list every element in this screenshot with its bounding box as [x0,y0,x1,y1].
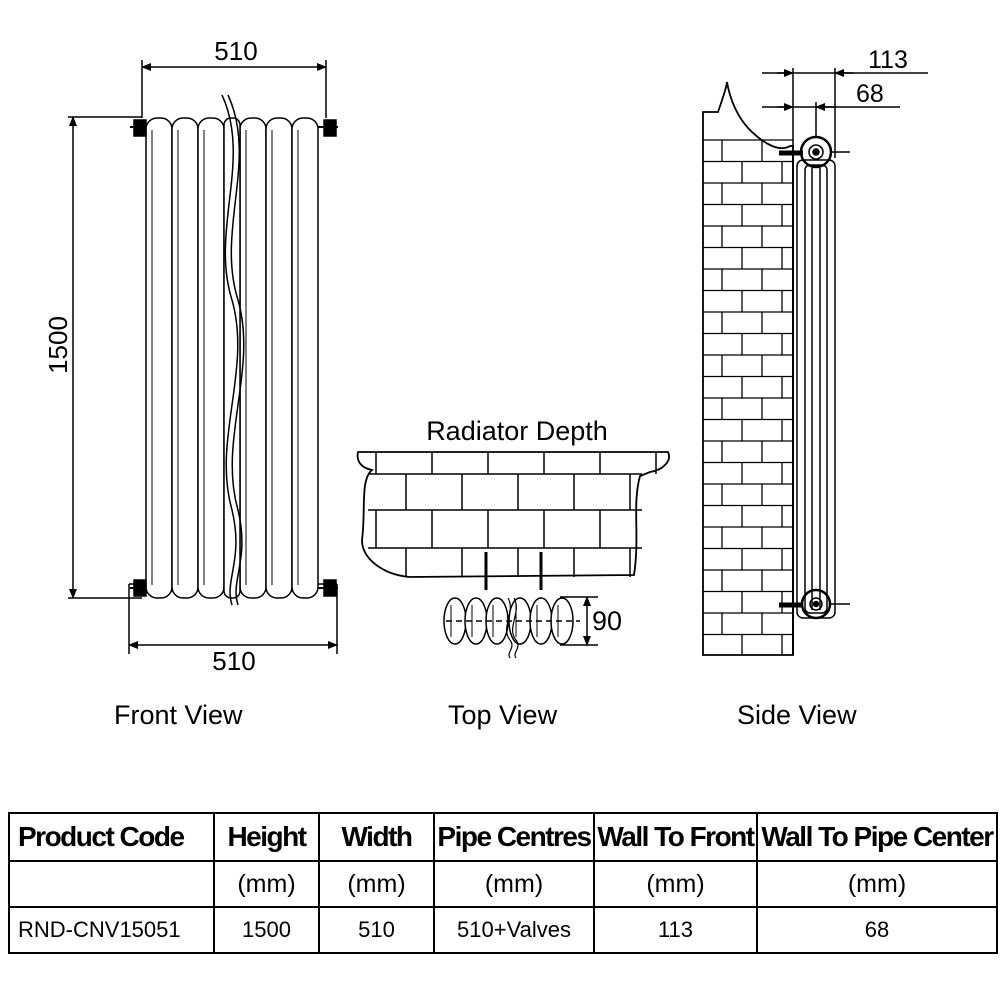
top-view-label: Top View [448,700,558,730]
cell-pipe-centres: 510+Valves [433,906,595,954]
unit-wall-to-front: (mm) [593,860,758,908]
front-top-width-label: 510 [214,36,257,66]
top-depth-label: 90 [592,606,622,636]
header-wall-to-front: Wall To Front [593,812,758,862]
header-end-cap [323,579,337,597]
front-height-label: 1500 [43,316,73,374]
cell-height: 1500 [213,906,320,954]
header-height: Height [213,812,320,862]
radiator-column [197,117,225,599]
unit-height: (mm) [213,860,320,908]
header-pipe-centres: Pipe Centres [433,812,595,862]
cell-product-code: RND-CNV15051 [8,906,215,954]
radiator-column [265,117,293,599]
side-wall-to-front-label: 113 [868,46,908,74]
front-view [68,60,338,654]
radiator-column [291,117,319,599]
table-header-row: Product Code Height Width Pipe Centres W… [8,812,998,862]
front-bottom-width-label: 510 [212,646,255,676]
side-view-label: Side View [737,700,857,730]
side-view [702,68,928,656]
table-units-row: (mm) (mm) (mm) (mm) (mm) [8,860,998,908]
cell-wall-to-front: 113 [593,906,758,954]
radiator-column [223,117,241,599]
header-end-cap [133,119,147,137]
unit-wall-to-pipe-center: (mm) [756,860,998,908]
unit-product-code [8,860,215,908]
header-width: Width [318,812,435,862]
technical-drawing: 510 1500 510 Radiator Depth 90 113 68 [43,36,928,676]
header-end-cap [133,579,147,597]
table-row: RND-CNV15051 1500 510 510+Valves 113 68 [8,906,998,954]
top-view [356,451,670,659]
header-product-code: Product Code [8,812,215,862]
specification-table: Product Code Height Width Pipe Centres W… [8,812,998,954]
radiator-column [171,117,199,599]
cell-wall-to-pipe-center: 68 [756,906,998,954]
top-view-title: Radiator Depth [426,416,608,446]
unit-width: (mm) [318,860,435,908]
header-wall-to-pipe-center: Wall To Pipe Center [756,812,998,862]
cell-width: 510 [318,906,435,954]
unit-pipe-centres: (mm) [433,860,595,908]
header-end-cap [323,119,337,137]
radiator-column [145,117,173,599]
front-view-label: Front View [114,700,243,730]
side-wall-to-pipe-label: 68 [856,80,884,108]
